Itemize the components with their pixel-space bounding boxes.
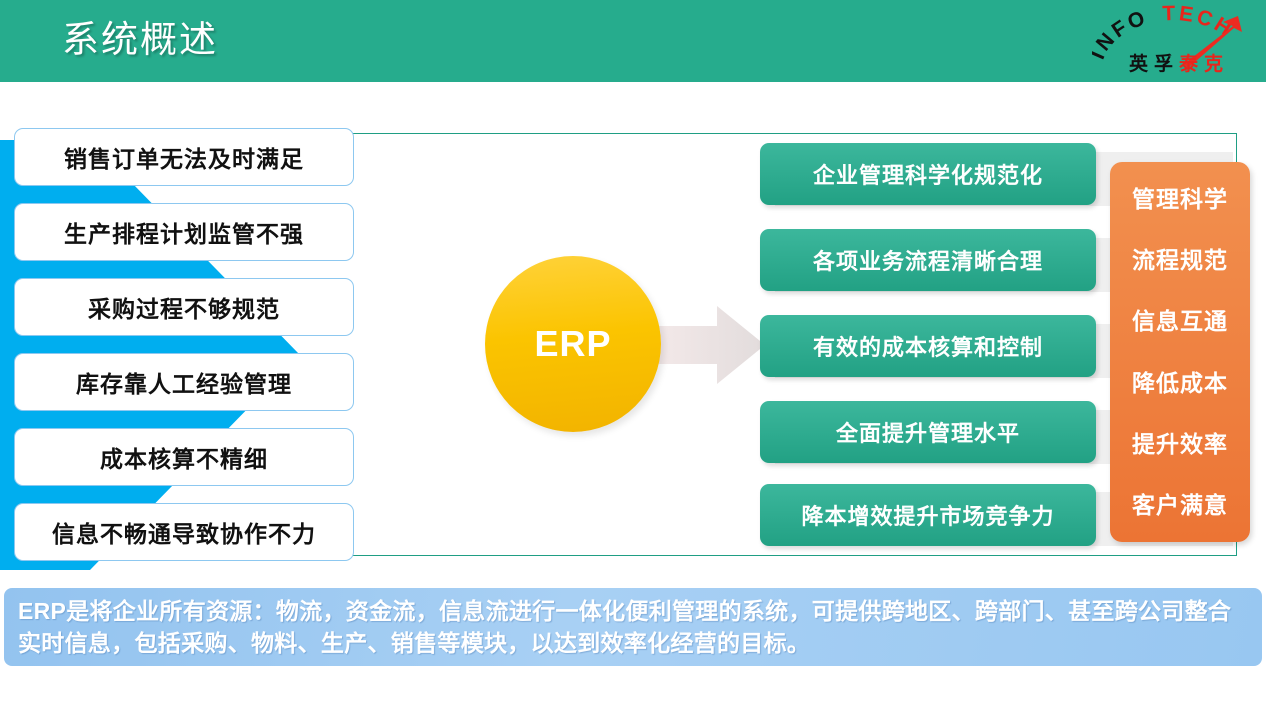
header-bar: 系统概述 INFO TECH 英孚泰克 — [0, 0, 1266, 82]
problem-box-4[interactable]: 库存靠人工经验管理 — [14, 353, 354, 411]
benefit-label-5: 降本增效提升市场竞争力 — [801, 504, 1055, 529]
problem-box-3[interactable]: 采购过程不够规范 — [14, 278, 354, 336]
gray-arrow-icon — [645, 306, 765, 384]
problem-label-2: 生产排程计划监管不强 — [64, 221, 304, 247]
benefit-box-3[interactable]: 有效的成本核算和控制 — [760, 315, 1096, 377]
erp-circle[interactable]: ERP — [485, 256, 661, 432]
outcome-item-6: 客户满意 — [1132, 492, 1228, 519]
outcome-item-4: 降低成本 — [1132, 369, 1228, 396]
problem-label-6: 信息不畅通导致协作不力 — [52, 521, 316, 547]
benefit-box-4[interactable]: 全面提升管理水平 — [760, 401, 1096, 463]
problem-label-4: 库存靠人工经验管理 — [76, 371, 292, 397]
benefit-label-3: 有效的成本核算和控制 — [812, 335, 1043, 360]
logo-cn-black: 英孚 — [1128, 54, 1179, 75]
problem-label-3: 采购过程不够规范 — [88, 296, 280, 322]
footer-banner: ERP是将企业所有资源：物流，资金流，信息流进行一体化便利管理的系统，可提供跨地… — [4, 588, 1262, 666]
problem-box-2[interactable]: 生产排程计划监管不强 — [14, 203, 354, 261]
benefit-label-2: 各项业务流程清晰合理 — [812, 249, 1043, 274]
logo-cn-red: 泰克 — [1179, 54, 1230, 75]
logo-arrow-icon — [1184, 16, 1242, 68]
page-title: 系统概述 — [62, 19, 218, 60]
logo-arc-svg: INFO TECH — [1092, 2, 1242, 68]
problem-box-1[interactable]: 销售订单无法及时满足 — [14, 128, 354, 186]
company-logo: INFO TECH 英孚泰克 — [1092, 2, 1262, 82]
problem-box-5[interactable]: 成本核算不精细 — [14, 428, 354, 486]
problem-label-5: 成本核算不精细 — [100, 446, 268, 472]
outcome-item-1: 管理科学 — [1132, 185, 1228, 212]
outcomes-panel[interactable]: 管理科学 流程规范 信息互通 降低成本 提升效率 客户满意 — [1110, 162, 1250, 542]
outcome-item-3: 信息互通 — [1132, 308, 1228, 335]
benefit-box-5[interactable]: 降本增效提升市场竞争力 — [760, 484, 1096, 546]
benefit-label-4: 全面提升管理水平 — [835, 421, 1020, 446]
benefit-label-1: 企业管理科学化规范化 — [812, 163, 1043, 188]
problem-box-6[interactable]: 信息不畅通导致协作不力 — [14, 503, 354, 561]
benefit-box-1[interactable]: 企业管理科学化规范化 — [760, 143, 1096, 205]
benefit-box-2[interactable]: 各项业务流程清晰合理 — [760, 229, 1096, 291]
footer-text: ERP是将企业所有资源：物流，资金流，信息流进行一体化便利管理的系统，可提供跨地… — [18, 598, 1232, 656]
outcome-item-5: 提升效率 — [1132, 430, 1228, 457]
outcome-item-2: 流程规范 — [1132, 246, 1228, 273]
erp-label: ERP — [534, 323, 612, 364]
logo-chinese-name: 英孚泰克 — [1106, 54, 1252, 76]
problem-label-1: 销售订单无法及时满足 — [64, 146, 304, 172]
